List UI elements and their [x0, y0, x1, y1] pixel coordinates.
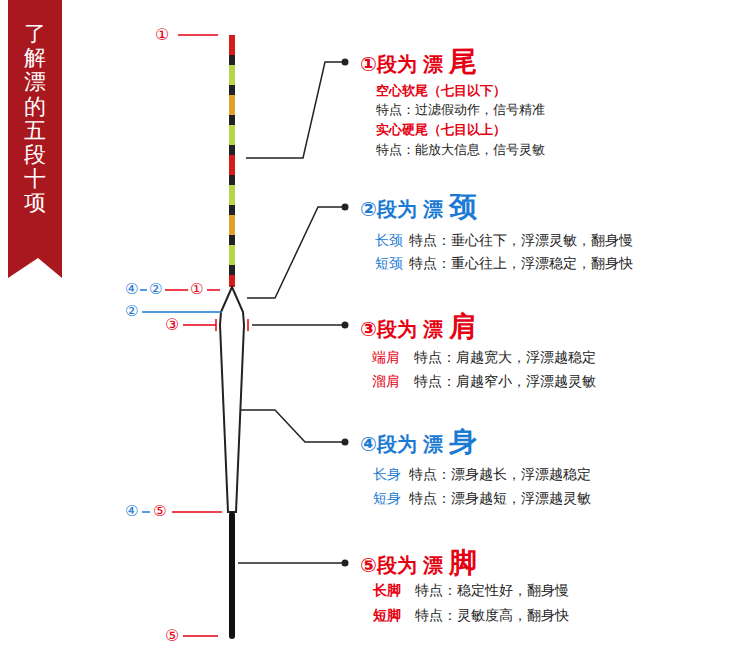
float-foot	[229, 512, 235, 639]
leader-lines	[238, 62, 343, 563]
section-heading: ①段为	[360, 53, 417, 76]
callout-number: ①	[190, 281, 203, 298]
section-heading: 漂	[423, 318, 443, 341]
text-row: ⑤	[153, 503, 166, 520]
text-row: ③段为漂肩	[360, 311, 477, 343]
text-row: ①	[190, 281, 203, 298]
text-row: ①段为漂尾	[360, 46, 477, 78]
type-name: 长脚	[373, 582, 401, 598]
text-row: ⑤段为漂脚	[360, 547, 477, 579]
text-row: 短身特点：漂身越短，浮漂越灵敏	[373, 490, 591, 506]
text-row: 长脚特点：稳定性好，翻身慢	[373, 582, 569, 598]
section-heading: 漂	[423, 198, 443, 221]
feature-text: 特点：漂身越短，浮漂越灵敏	[409, 490, 591, 506]
text-row: 特点：过滤假动作，信号精准	[376, 103, 545, 118]
type-name: 短脚	[373, 607, 401, 623]
callout-number: ⑤	[165, 627, 179, 645]
type-name: 端肩	[372, 349, 400, 365]
text-row: ④	[125, 281, 138, 298]
text-row: 长身特点：漂身越长，浮漂越稳定	[373, 466, 591, 482]
section-heading: 身	[449, 426, 477, 458]
feature-text: 特点：稳定性好，翻身慢	[415, 582, 569, 598]
text-row: ④段为漂身	[360, 426, 477, 458]
text-row: 短颈特点：重心往上，浮漂稳定，翻身快	[375, 255, 633, 271]
section-heading: 漂	[423, 433, 443, 456]
section-heading: 肩	[449, 311, 477, 343]
section-heading: 漂	[423, 554, 443, 577]
section-heading: 颈	[449, 191, 477, 223]
text-row: ④	[125, 503, 138, 520]
feature-text: 特点：过滤假动作，信号精准	[376, 103, 545, 118]
float-tip	[229, 35, 235, 287]
callout-number: ④	[125, 281, 138, 298]
text-row: 长颈特点：垂心往下，浮漂灵敏，翻身慢	[375, 232, 633, 248]
text-row: ③	[165, 316, 179, 334]
text-row: ①	[155, 26, 169, 44]
feature-text: 特点：能放大信息，信号灵敏	[376, 143, 545, 158]
type-name: 短身	[373, 490, 401, 506]
section-heading: ④段为	[360, 433, 417, 456]
banner-title: 了解漂的五段十项	[24, 22, 46, 216]
section-heading: 尾	[449, 46, 477, 78]
text-row: 特点：能放大信息，信号灵敏	[376, 143, 545, 158]
text-row: 溜肩特点：肩越窄小，浮漂越灵敏	[372, 373, 596, 389]
text-row: ②	[125, 303, 138, 320]
section-heading: 漂	[423, 53, 443, 76]
callout-number: ②	[149, 281, 162, 298]
type-name: 短颈	[375, 255, 403, 271]
leader-dots	[342, 59, 349, 567]
text-row: ②	[149, 281, 162, 298]
section-heading: ②段为	[360, 198, 417, 221]
callout-number: ②	[125, 303, 138, 320]
float-body	[220, 287, 244, 512]
section-heading: 脚	[449, 547, 477, 579]
text-row: 端肩特点：肩越宽大，浮漂越稳定	[372, 349, 596, 365]
feature-text: 特点：垂心往下，浮漂灵敏，翻身慢	[409, 232, 633, 248]
type-name: 长身	[373, 466, 401, 482]
text-row: ⑤	[165, 627, 179, 645]
title-banner	[8, 0, 62, 278]
callout-number: ⑤	[153, 503, 166, 520]
callout-lines	[140, 35, 248, 636]
type-name: 空心软尾（七目以下）	[376, 84, 506, 99]
type-name: 溜肩	[372, 373, 400, 389]
feature-text: 特点：漂身越长，浮漂越稳定	[409, 466, 591, 482]
feature-text: 特点：重心往上，浮漂稳定，翻身快	[409, 255, 633, 271]
section-heading: ⑤段为	[360, 554, 417, 577]
feature-text: 特点：肩越宽大，浮漂越稳定	[414, 349, 596, 365]
callout-number: ③	[165, 316, 179, 334]
type-name: 实心硬尾（七目以上）	[376, 123, 506, 138]
callout-number: ①	[155, 26, 169, 44]
text-row: 实心硬尾（七目以上）	[376, 123, 506, 138]
section-heading: ③段为	[360, 318, 417, 341]
type-name: 长颈	[375, 232, 403, 248]
text-row: 短脚特点：灵敏度高，翻身快	[373, 607, 569, 623]
callout-number: ④	[125, 503, 138, 520]
feature-text: 特点：肩越窄小，浮漂越灵敏	[414, 373, 596, 389]
text-row: 空心软尾（七目以下）	[376, 84, 506, 99]
feature-text: 特点：灵敏度高，翻身快	[415, 607, 569, 623]
text-row: ②段为漂颈	[360, 191, 477, 223]
